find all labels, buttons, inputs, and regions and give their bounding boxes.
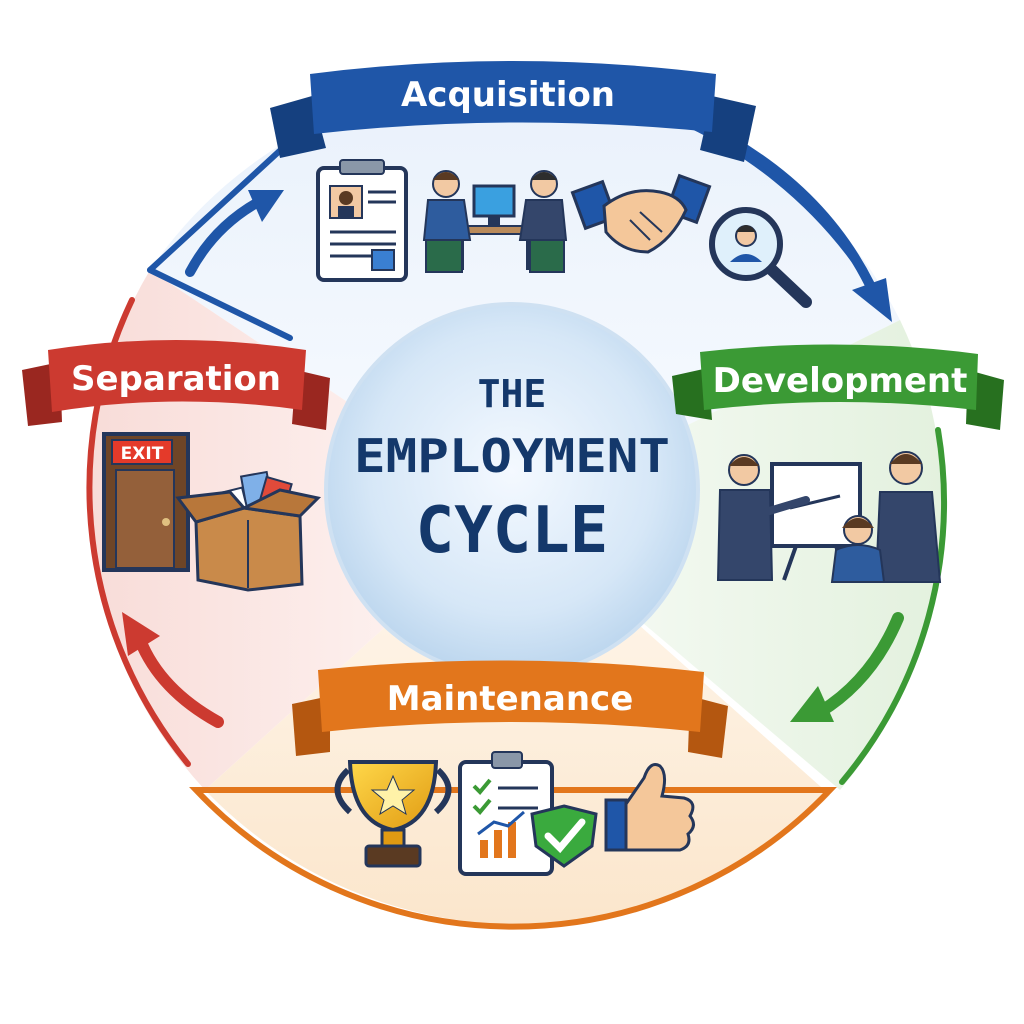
- trophy-icon: [334, 760, 452, 868]
- ring-segment-development: [839, 427, 947, 785]
- separation-label: Separation: [71, 359, 281, 399]
- arrow-separation-to-acquisition: [185, 190, 284, 277]
- arrow-maintenance-to-separation: [122, 612, 224, 728]
- candidate-search-icon: [709, 207, 812, 308]
- exit-door-icon: EXIT: [102, 432, 190, 572]
- center-title-line2: EMPLOYMENT: [354, 429, 670, 483]
- resume-icon: [316, 159, 408, 282]
- maintenance-banner: Maintenance: [292, 660, 728, 758]
- maintenance-label: Maintenance: [387, 679, 634, 719]
- development-label: Development: [713, 361, 968, 401]
- acquisition-label: Acquisition: [401, 75, 615, 115]
- approval-check-icon: [530, 804, 598, 868]
- moving-box-icon: [175, 470, 322, 592]
- center-hub: THE EMPLOYMENT CYCLE: [324, 302, 700, 678]
- exit-sign-text: EXIT: [121, 444, 164, 464]
- training-presentation-icon: [716, 451, 942, 583]
- thumbs-up-icon: [604, 763, 695, 852]
- center-title-line1: THE: [478, 372, 547, 416]
- flow-arrows: [122, 135, 904, 728]
- handshake-icon: [570, 173, 712, 254]
- center-title-line3: CYCLE: [416, 494, 609, 568]
- arrow-acquisition-to-development: [725, 135, 892, 322]
- interview-icon: [422, 170, 568, 273]
- development-banner: Development: [672, 344, 1004, 430]
- ring-segment-maintenance: [189, 787, 837, 930]
- arrow-development-to-maintenance: [790, 612, 904, 722]
- acquisition-banner: Acquisition: [270, 61, 756, 162]
- ring-segment-connector: [147, 267, 293, 341]
- separation-banner: Separation: [22, 340, 330, 430]
